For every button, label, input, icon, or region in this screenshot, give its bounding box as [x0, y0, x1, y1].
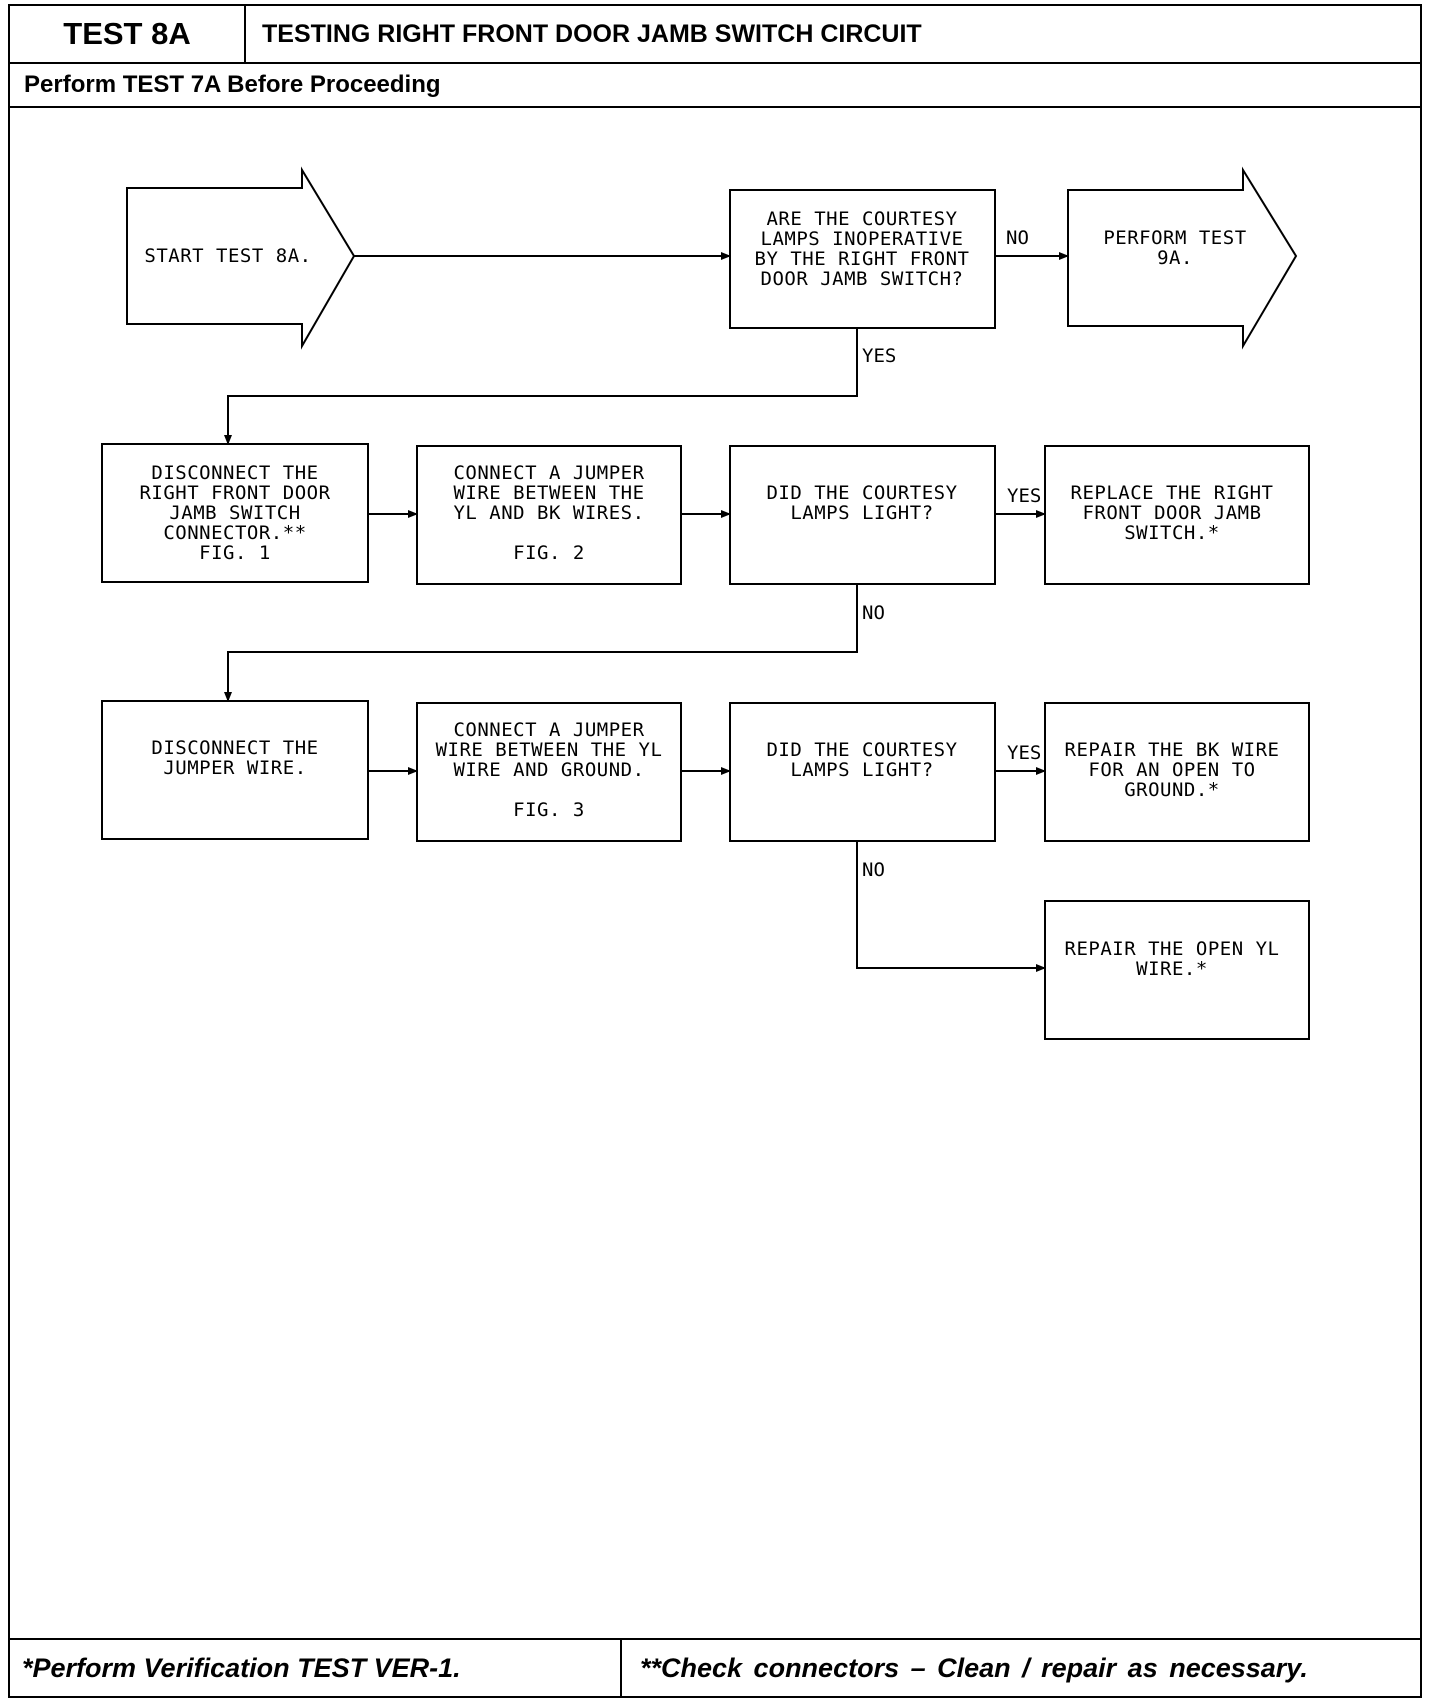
- node-text-line: DISCONNECT THE: [151, 462, 318, 484]
- node-text-line: SWITCH.*: [1124, 522, 1220, 544]
- node-text-line: JAMB SWITCH: [169, 502, 300, 524]
- node-text-line: FIG. 1: [199, 542, 271, 564]
- node-text-line: DID THE COURTESY: [766, 739, 957, 761]
- node-text-line: ARE THE COURTESY: [766, 208, 957, 230]
- node-start-text: START TEST 8A.: [144, 245, 311, 267]
- node-text-line: WIRE BETWEEN THE YL: [436, 739, 663, 761]
- node-text-line: DID THE COURTESY: [766, 482, 957, 504]
- node-text-line: FIG. 3: [513, 799, 585, 821]
- footer-left-note: *Perform Verification TEST VER-1.: [10, 1640, 622, 1696]
- header-row: TEST 8A TESTING RIGHT FRONT DOOR JAMB SW…: [10, 6, 1420, 64]
- node-text-line: CONNECT A JUMPER: [453, 462, 644, 484]
- node-text-line: DOOR JAMB SWITCH?: [761, 268, 964, 290]
- page-title: TESTING RIGHT FRONT DOOR JAMB SWITCH CIR…: [262, 19, 922, 48]
- node-text-line: CONNECT A JUMPER: [453, 719, 644, 741]
- node-text-line: 9A.: [1157, 247, 1193, 269]
- node-start: START TEST 8A.: [126, 166, 356, 350]
- edge-q2-no: [224, 584, 858, 702]
- prerequisite-note: Perform TEST 7A Before Proceeding: [24, 71, 441, 98]
- footer-right-note: **Check connectors – Clean / repair as n…: [640, 1652, 1308, 1683]
- node-text-line: REPAIR THE OPEN YL: [1065, 938, 1280, 960]
- node-text-line: CONNECTOR.**: [163, 522, 306, 544]
- node-text-line: WIRE AND GROUND.: [453, 759, 644, 781]
- prerequisite-row: Perform TEST 7A Before Proceeding: [10, 64, 1420, 108]
- node-text-line: START TEST 8A.: [144, 245, 311, 267]
- node-text-line: REPAIR THE BK WIRE: [1065, 739, 1280, 761]
- node-text-line: DISCONNECT THE: [151, 737, 318, 759]
- node-text-line: FIG. 2: [513, 542, 585, 564]
- edge-q3-no: [856, 841, 1046, 972]
- label-q2-yes: YES: [1007, 485, 1041, 507]
- node-text-line: LAMPS LIGHT?: [790, 502, 933, 524]
- label-q1-yes: YES: [862, 345, 896, 367]
- footer-row: *Perform Verification TEST VER-1. **Chec…: [10, 1638, 1420, 1696]
- node-text-line: FRONT DOOR JAMB: [1082, 502, 1261, 524]
- node-text-line: WIRE.*: [1136, 958, 1208, 980]
- label-q2-no: NO: [862, 602, 885, 624]
- node-text-line: GROUND.*: [1124, 779, 1220, 801]
- node-text-line: BY THE RIGHT FRONT: [755, 248, 970, 270]
- node-text-line: FOR AN OPEN TO: [1088, 759, 1255, 781]
- test-label: TEST 8A: [10, 6, 246, 62]
- node-text-line: PERFORM TEST: [1103, 227, 1246, 249]
- node-text-line: WIRE BETWEEN THE: [453, 482, 644, 504]
- label-q1-no: NO: [1006, 227, 1029, 249]
- node-text-line: LAMPS INOPERATIVE: [761, 228, 964, 250]
- node-text-line: YL AND BK WIRES.: [453, 502, 644, 524]
- label-q3-yes: YES: [1007, 742, 1041, 764]
- edge-q1-yes: [224, 328, 858, 445]
- node-text-line: RIGHT FRONT DOOR: [139, 482, 330, 504]
- label-q3-no: NO: [862, 859, 885, 881]
- node-text-line: LAMPS LIGHT?: [790, 759, 933, 781]
- node-text-line: REPLACE THE RIGHT: [1071, 482, 1274, 504]
- node-text-line: JUMPER WIRE.: [163, 757, 306, 779]
